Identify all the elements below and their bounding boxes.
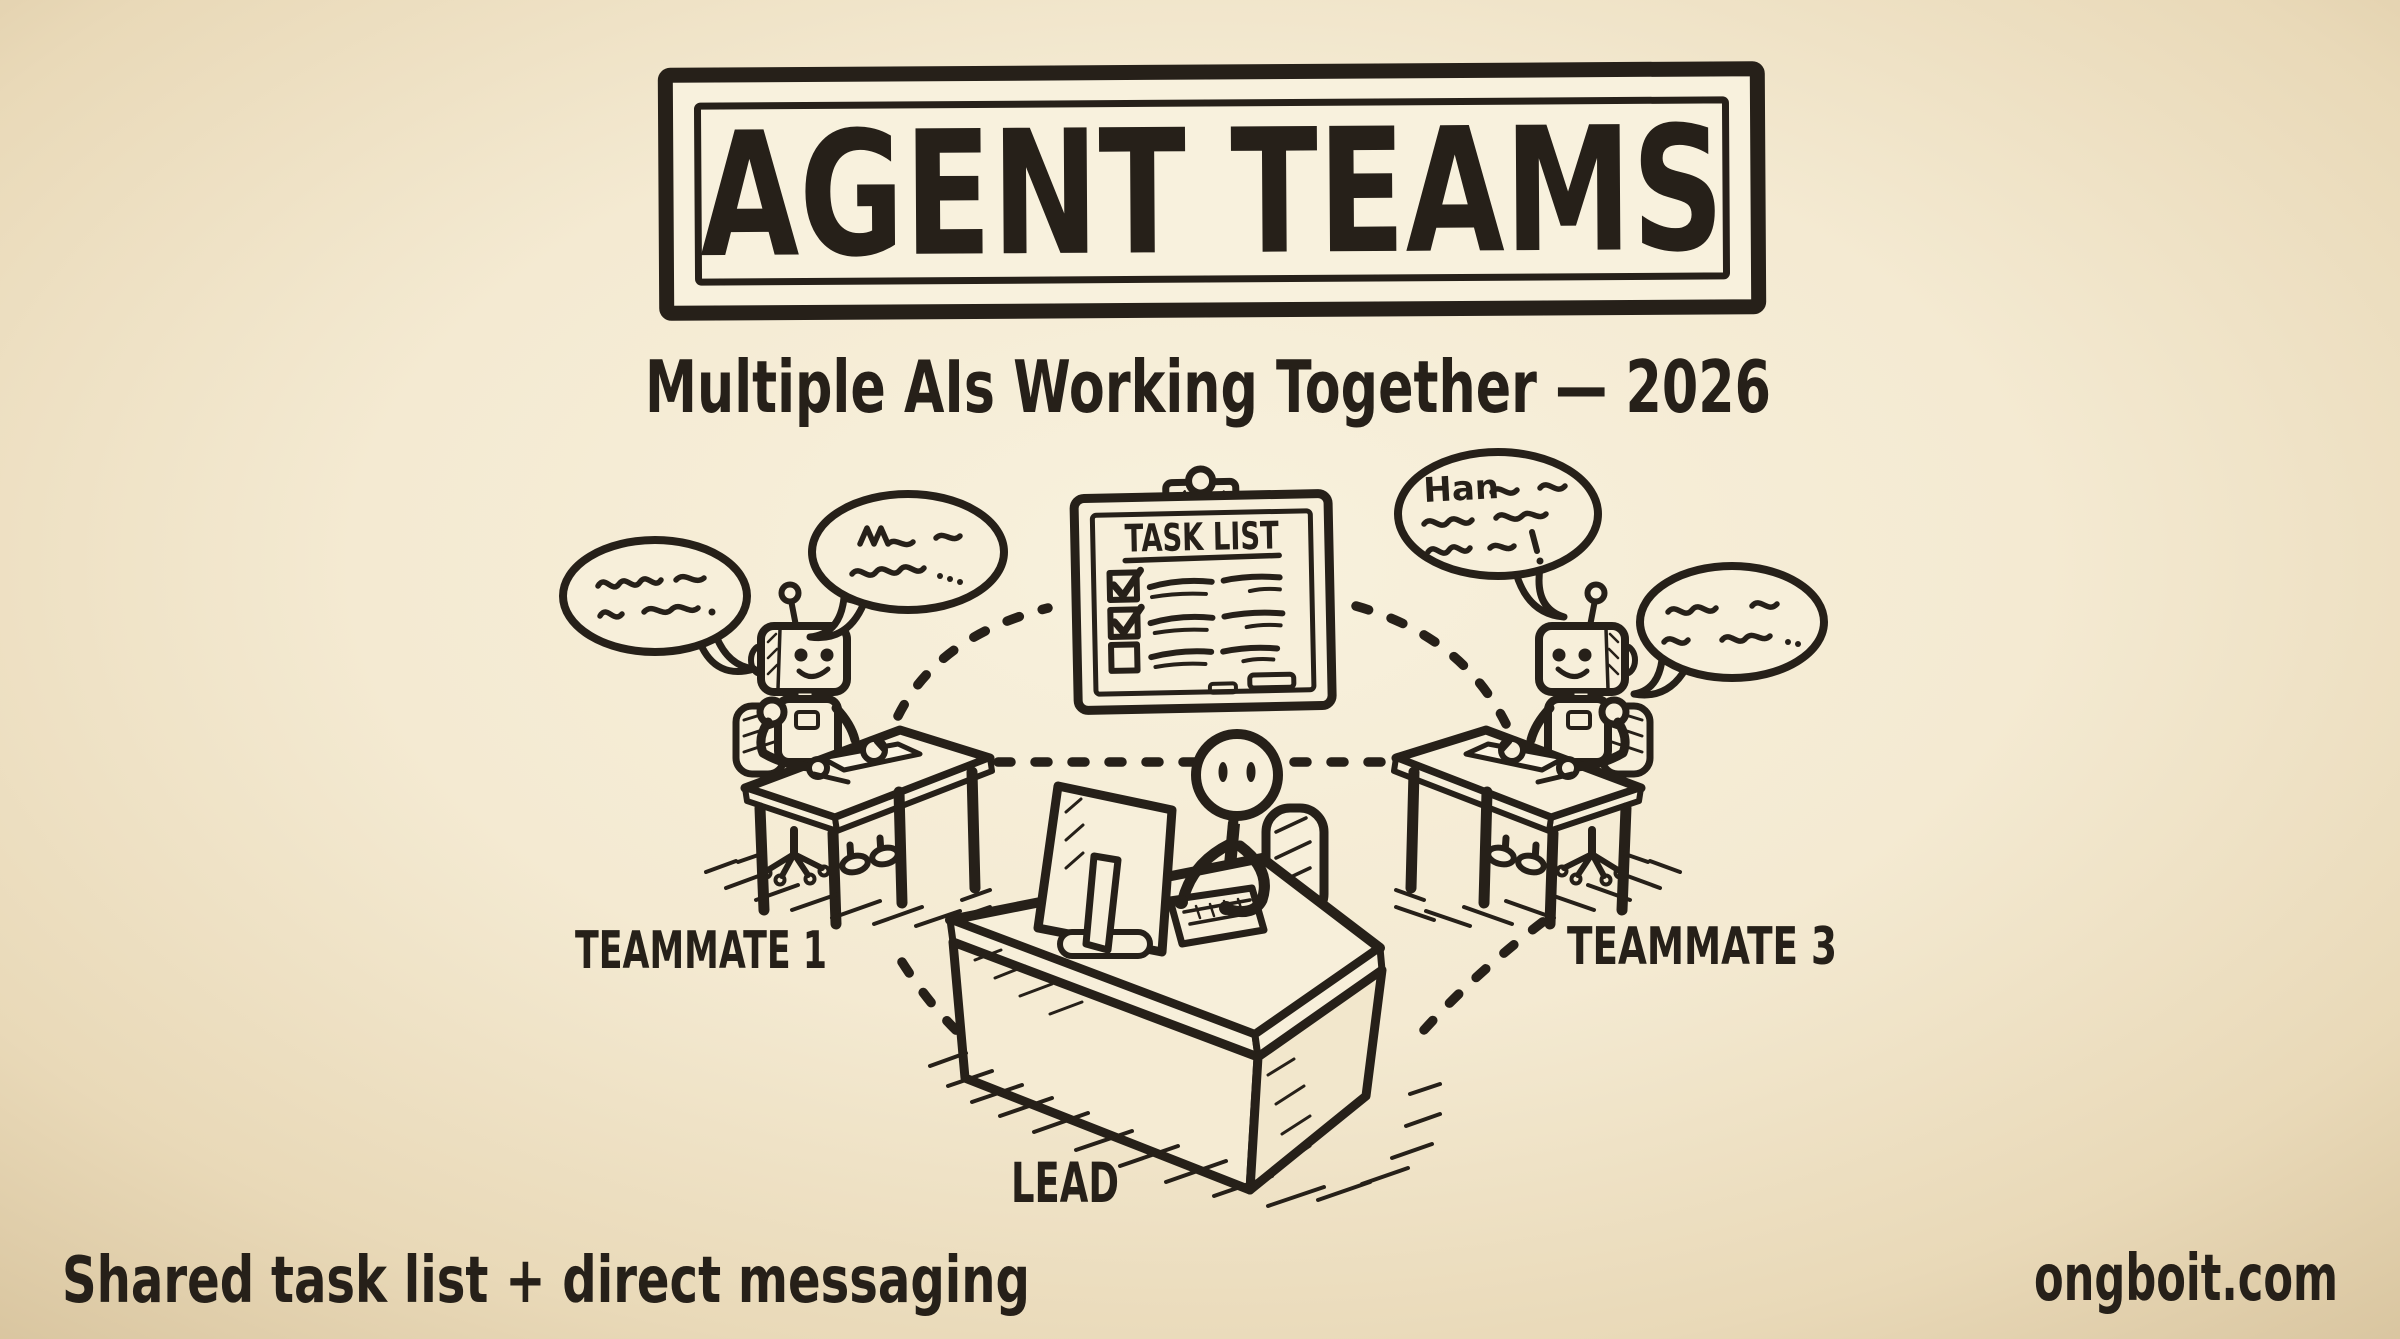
scribble-lines: [849, 525, 963, 585]
clipboard-inner-border: [1089, 508, 1317, 697]
dotted-link-lead-teammate3: [1419, 907, 1561, 1035]
speech-bubble-teammate3-left: Han: [1394, 448, 1602, 621]
lead-eye: [1246, 762, 1256, 782]
task-scribble-line: [1152, 622, 1283, 636]
task-scribble-line: [1147, 609, 1286, 627]
footer-caption: Shared task list + direct messaging: [62, 1244, 1030, 1318]
title-box: AGENT TEAMS: [657, 61, 1767, 321]
teammate-1-label: TEAMMATE 1: [575, 921, 827, 981]
task-list-title: TASK LIST: [1124, 513, 1279, 560]
task-scribble-line: [1153, 656, 1276, 670]
chair-hatching: [1274, 816, 1312, 908]
checkbox: [1106, 569, 1141, 603]
task-scribble-line: [1148, 644, 1281, 661]
dotted-link-teammate1-lead: [897, 957, 967, 1041]
checkmark-icon: [1111, 603, 1145, 637]
lead-hand: [1219, 901, 1233, 915]
scribble-lines: [1661, 600, 1801, 647]
bubble-tail: [696, 632, 758, 676]
clipboard-clip-knob: [1185, 465, 1217, 497]
bubble-body: [808, 490, 1008, 614]
lead-head: [1191, 729, 1283, 821]
page-title: AGENT TEAMS: [699, 89, 1724, 296]
bubble-tail: [806, 594, 868, 642]
lead-scene: [928, 729, 1442, 1208]
eraser-icon: [1247, 671, 1297, 691]
monitor-hatching: [1064, 797, 1085, 870]
site-watermark: ongboit.com: [2034, 1242, 2338, 1316]
dotted-link-teammate1-tasklist: [893, 603, 1053, 721]
marker-icon: [1207, 681, 1238, 695]
desk-shadow-hatching: [973, 948, 1084, 1016]
checkbox: [1108, 641, 1141, 674]
desk-shadow-hatching: [1266, 1057, 1312, 1164]
checkmark-icon: [1110, 566, 1144, 600]
ground-hatching: [928, 1051, 1442, 1208]
bubble-body: [1636, 562, 1828, 682]
lead-arm: [1224, 840, 1270, 918]
page-subtitle: Multiple AIs Working Together — 2026: [645, 345, 1771, 429]
task-list-underline: [1122, 552, 1282, 564]
lead-hand: [1174, 895, 1188, 909]
teammate-3-label: TEAMMATE 3: [1567, 917, 1837, 977]
bubble-body: [559, 536, 751, 656]
lead-arm: [1178, 838, 1236, 902]
task-scribble-line: [1150, 586, 1282, 600]
bubble-tail: [1512, 564, 1568, 621]
scribble-word: Han: [1422, 467, 1500, 511]
task-list-clipboard: TASK LIST: [1069, 465, 1337, 715]
task-scribble-line: [1146, 573, 1283, 591]
speech-bubble-teammate1-right: [806, 490, 1008, 642]
lead-eye: [1218, 762, 1228, 782]
title-box-inner: [693, 96, 1731, 286]
lead-label: LEAD: [1011, 1151, 1119, 1215]
scribble-lines: Han: [1421, 467, 1568, 565]
scribble-lines: [595, 573, 716, 620]
monitor-stand: [1082, 852, 1122, 954]
title-box-outer: [657, 61, 1767, 321]
speech-bubble-teammate3-right: [1630, 562, 1828, 699]
speech-bubble-teammate1-left: [559, 536, 758, 676]
tray-hatching: [1252, 687, 1294, 693]
keyboard-keys: [1194, 897, 1244, 920]
speech-bubbles: Han: [559, 448, 1828, 699]
checkbox: [1107, 606, 1141, 640]
